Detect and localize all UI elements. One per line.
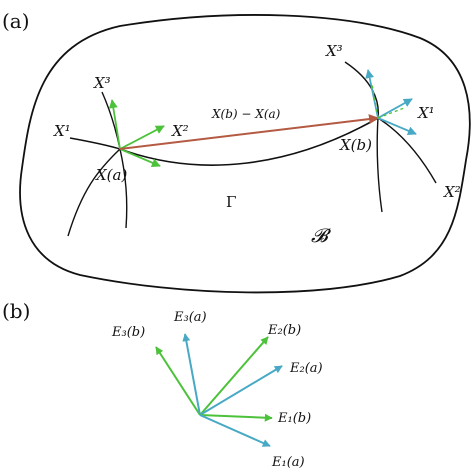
vector-e1a [199,414,271,447]
label-e3b: E₃(b) [111,325,145,340]
point-b-label: X(b) [339,136,372,154]
axis-label-x2-at-b: X² [443,183,461,201]
panel-b-label: (b) [2,299,30,323]
basis-vector-x1-at-a [119,148,161,167]
label-e2a: E₂(a) [289,361,323,376]
displacement-vector [119,114,379,150]
vector-e3b [155,346,201,416]
transported-vector-x2-at-b [377,107,405,119]
axis-label-x3-at-b: X³ [325,42,343,60]
vector-label: X(b) − X(a) [211,107,281,121]
point-a-label: X(a) [95,166,127,184]
panel-a-label: (a) [2,9,30,33]
region-boundary [19,14,471,294]
coord-line-x2-at-b [377,117,437,184]
basis-vector-x3-at-a [108,99,121,150]
axis-label-x1-at-b: X¹ [417,104,435,122]
label-e1a: E₁(a) [271,455,305,470]
label-e1b: E₁(b) [277,411,311,426]
label-e3a: E₃(a) [173,310,207,325]
axis-label-x1-at-a: X¹ [53,122,71,140]
curve-gamma [119,117,379,166]
basis-vector-x2-at-b [377,117,417,136]
vector-e3a [182,333,201,416]
vector-e2b [199,336,269,416]
basis-vector-x2-at-a [119,125,165,150]
coord-line-x1-at-a [69,137,121,150]
coord-line-x2-at-a [67,148,121,237]
axis-label-x3-at-a: X³ [93,74,111,92]
vector-e1b [199,413,273,422]
label-e2b: E₂(b) [267,323,301,338]
axis-label-x2-at-a: X² [171,122,189,140]
vector-e2a [199,365,283,416]
region-label: 𝓑 [311,225,331,247]
basis-vector-x1-at-b [377,98,413,119]
curve-label: Γ [226,193,236,211]
